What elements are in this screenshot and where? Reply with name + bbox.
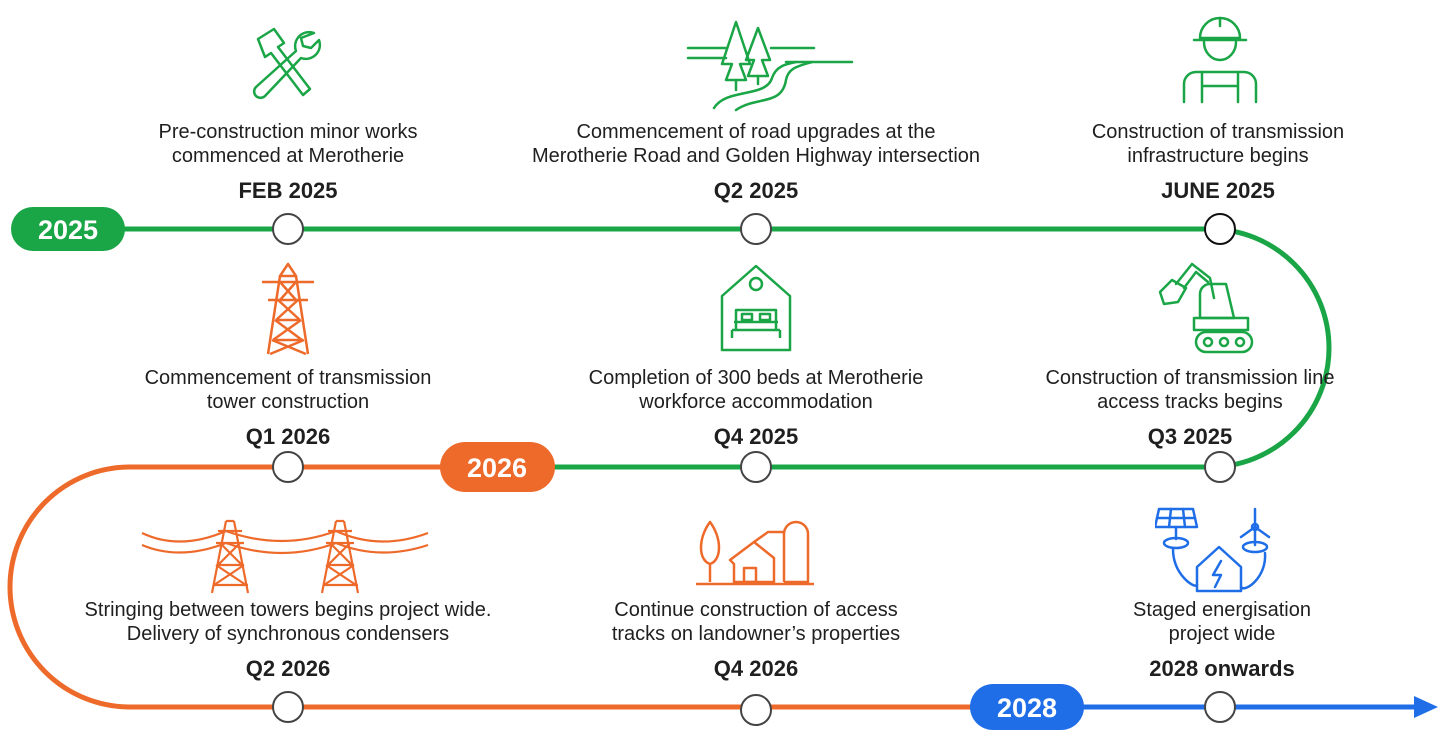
milestone-node <box>1204 451 1236 483</box>
road-trees-icon <box>686 20 854 112</box>
milestone-node <box>272 213 304 245</box>
milestone-description: Continue construction of access tracks o… <box>611 599 901 645</box>
milestone-node <box>740 451 772 483</box>
milestone-description: Completion of 300 beds at Merotherie wor… <box>588 367 924 413</box>
timeline-arrowhead <box>1414 696 1438 718</box>
transmission-tower-icon <box>262 262 314 356</box>
milestone-description: Construction of transmission infrastruct… <box>1091 121 1345 167</box>
milestone-date: Q3 2025 <box>1147 424 1233 449</box>
power-lines-icon <box>141 519 429 594</box>
worker-icon <box>1182 16 1258 104</box>
milestone-description: Stringing between towers begins project … <box>84 599 492 645</box>
milestone-date: FEB 2025 <box>238 178 338 203</box>
milestone-q4-2026: Continue construction of access tracks o… <box>516 598 996 682</box>
milestone-node <box>740 694 772 726</box>
milestone-date: Q2 2026 <box>245 656 331 681</box>
tools-icon <box>252 27 322 100</box>
energy-network-icon <box>1155 507 1271 593</box>
milestone-date: 2028 onwards <box>1149 656 1295 681</box>
year-pill-2026: 2026 <box>440 442 555 492</box>
milestone-q2-2025: Commencement of road upgrades at the Mer… <box>516 120 996 204</box>
milestone-date: Q1 2026 <box>245 424 331 449</box>
milestone-date: Q4 2025 <box>713 424 799 449</box>
milestone-description: Commencement of road upgrades at the Mer… <box>531 121 981 167</box>
milestone-node <box>272 451 304 483</box>
farm-icon <box>696 520 814 586</box>
milestone-date: Q2 2025 <box>713 178 799 203</box>
year-pill-2025: 2025 <box>11 207 125 251</box>
milestone-2028-onwards: Staged energisation project wide 2028 on… <box>982 598 1454 682</box>
milestone-node <box>272 691 304 723</box>
milestone-june-2025: Construction of transmission infrastruct… <box>978 120 1454 204</box>
house-bed-icon <box>720 264 792 352</box>
milestone-description: Commencement of transmission tower const… <box>144 367 432 413</box>
year-label-2026: 2026 <box>467 453 527 483</box>
milestone-q1-2026: Commencement of transmission tower const… <box>48 366 528 450</box>
milestone-q4-2025: Completion of 300 beds at Merotherie wor… <box>516 366 996 450</box>
milestone-node <box>1204 691 1236 723</box>
milestone-node <box>1204 213 1236 245</box>
year-label-2028: 2028 <box>997 693 1057 723</box>
timeline-line-2025 <box>110 226 1332 470</box>
milestone-feb-2025: Pre-construction minor works commenced a… <box>48 120 528 204</box>
milestone-date: Q4 2026 <box>713 656 799 681</box>
year-pill-2028: 2028 <box>970 684 1084 730</box>
milestone-description: Staged energisation project wide <box>1133 599 1311 645</box>
milestone-description: Construction of transmission line access… <box>1045 367 1335 413</box>
timeline-line-2026 <box>7 464 1000 710</box>
milestone-description: Pre-construction minor works commenced a… <box>158 121 418 167</box>
milestone-date: JUNE 2025 <box>1161 178 1275 203</box>
milestone-q2-2026: Stringing between towers begins project … <box>48 598 528 682</box>
excavator-icon <box>1158 262 1254 354</box>
milestone-node <box>740 213 772 245</box>
year-label-2025: 2025 <box>38 215 98 245</box>
milestone-q3-2025: Construction of transmission line access… <box>950 366 1430 450</box>
